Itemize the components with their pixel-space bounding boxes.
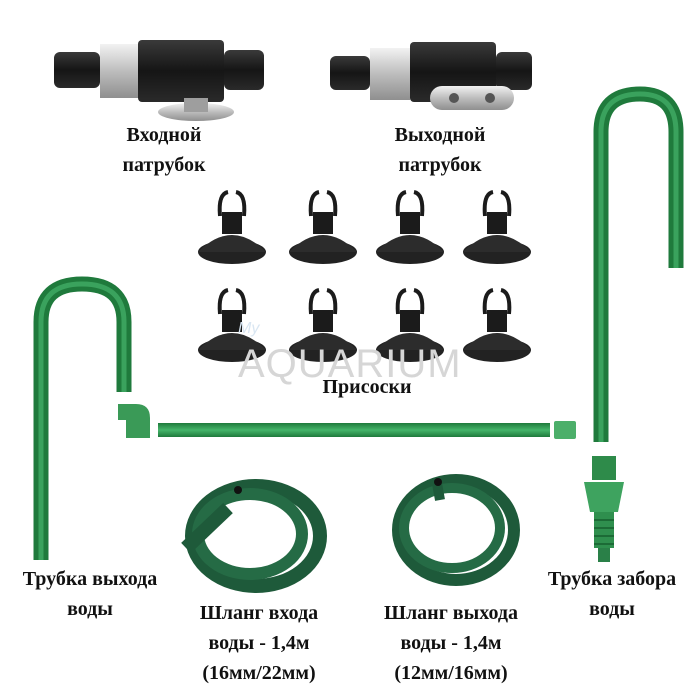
- watermark-text: AQUARIUM: [238, 342, 462, 386]
- outlet-hose-label: Шланг выхода воды - 1,4м (12мм/16мм): [362, 598, 540, 688]
- intake-pipe-label: Трубка забора воды: [528, 564, 696, 624]
- outlet-hose-label-line3: (12мм/16мм): [394, 662, 508, 684]
- outlet-hose-label-line1: Шланг выхода: [384, 602, 518, 624]
- inlet-hose-label-line1: Шланг входа: [199, 602, 319, 624]
- inlet-hose-label: Шланг входа воды - 1,4м (16мм/22мм): [174, 598, 344, 688]
- watermark-small-text: My: [238, 320, 260, 337]
- outlet-hose-label-line2: воды - 1,4м: [400, 632, 502, 654]
- inlet-valve-image: [54, 40, 264, 121]
- outlet-pipe-label-line1: Трубка выхода: [22, 568, 158, 590]
- suction-cup: [463, 288, 531, 362]
- outlet-valve-label-line2: патрубок: [398, 154, 482, 176]
- intake-pipe-image: [584, 86, 684, 562]
- suction-cup: [198, 288, 266, 362]
- intake-pipe-label-line2: воды: [589, 598, 635, 620]
- outlet-valve-image: [330, 42, 532, 110]
- outlet-valve-label-line1: Выходной: [394, 124, 486, 146]
- outlet-valve-label: Выходной патрубок: [370, 120, 510, 180]
- suction-cup: [376, 190, 444, 264]
- suction-cup: [376, 288, 444, 362]
- inlet-hose-image: [181, 479, 327, 593]
- suction-cup: [289, 190, 357, 264]
- outlet-pipe-image: [33, 276, 576, 560]
- inlet-valve-label-line2: патрубок: [122, 154, 206, 176]
- suction-cups-label: Присоски: [322, 376, 412, 398]
- inlet-valve-label-line1: Входной: [126, 124, 202, 146]
- intake-pipe-label-line1: Трубка забора: [547, 568, 677, 590]
- inlet-valve-label: Входной патрубок: [100, 120, 228, 180]
- outlet-pipe-label: Трубка выхода воды: [4, 564, 176, 624]
- suction-cup: [463, 190, 531, 264]
- outlet-hose-image: [392, 474, 520, 586]
- outlet-pipe-label-line2: воды: [67, 598, 113, 620]
- suction-cup: [289, 288, 357, 362]
- inlet-hose-label-line3: (16мм/22мм): [202, 662, 316, 684]
- suction-cup: [198, 190, 266, 264]
- inlet-hose-label-line2: воды - 1,4м: [208, 632, 310, 654]
